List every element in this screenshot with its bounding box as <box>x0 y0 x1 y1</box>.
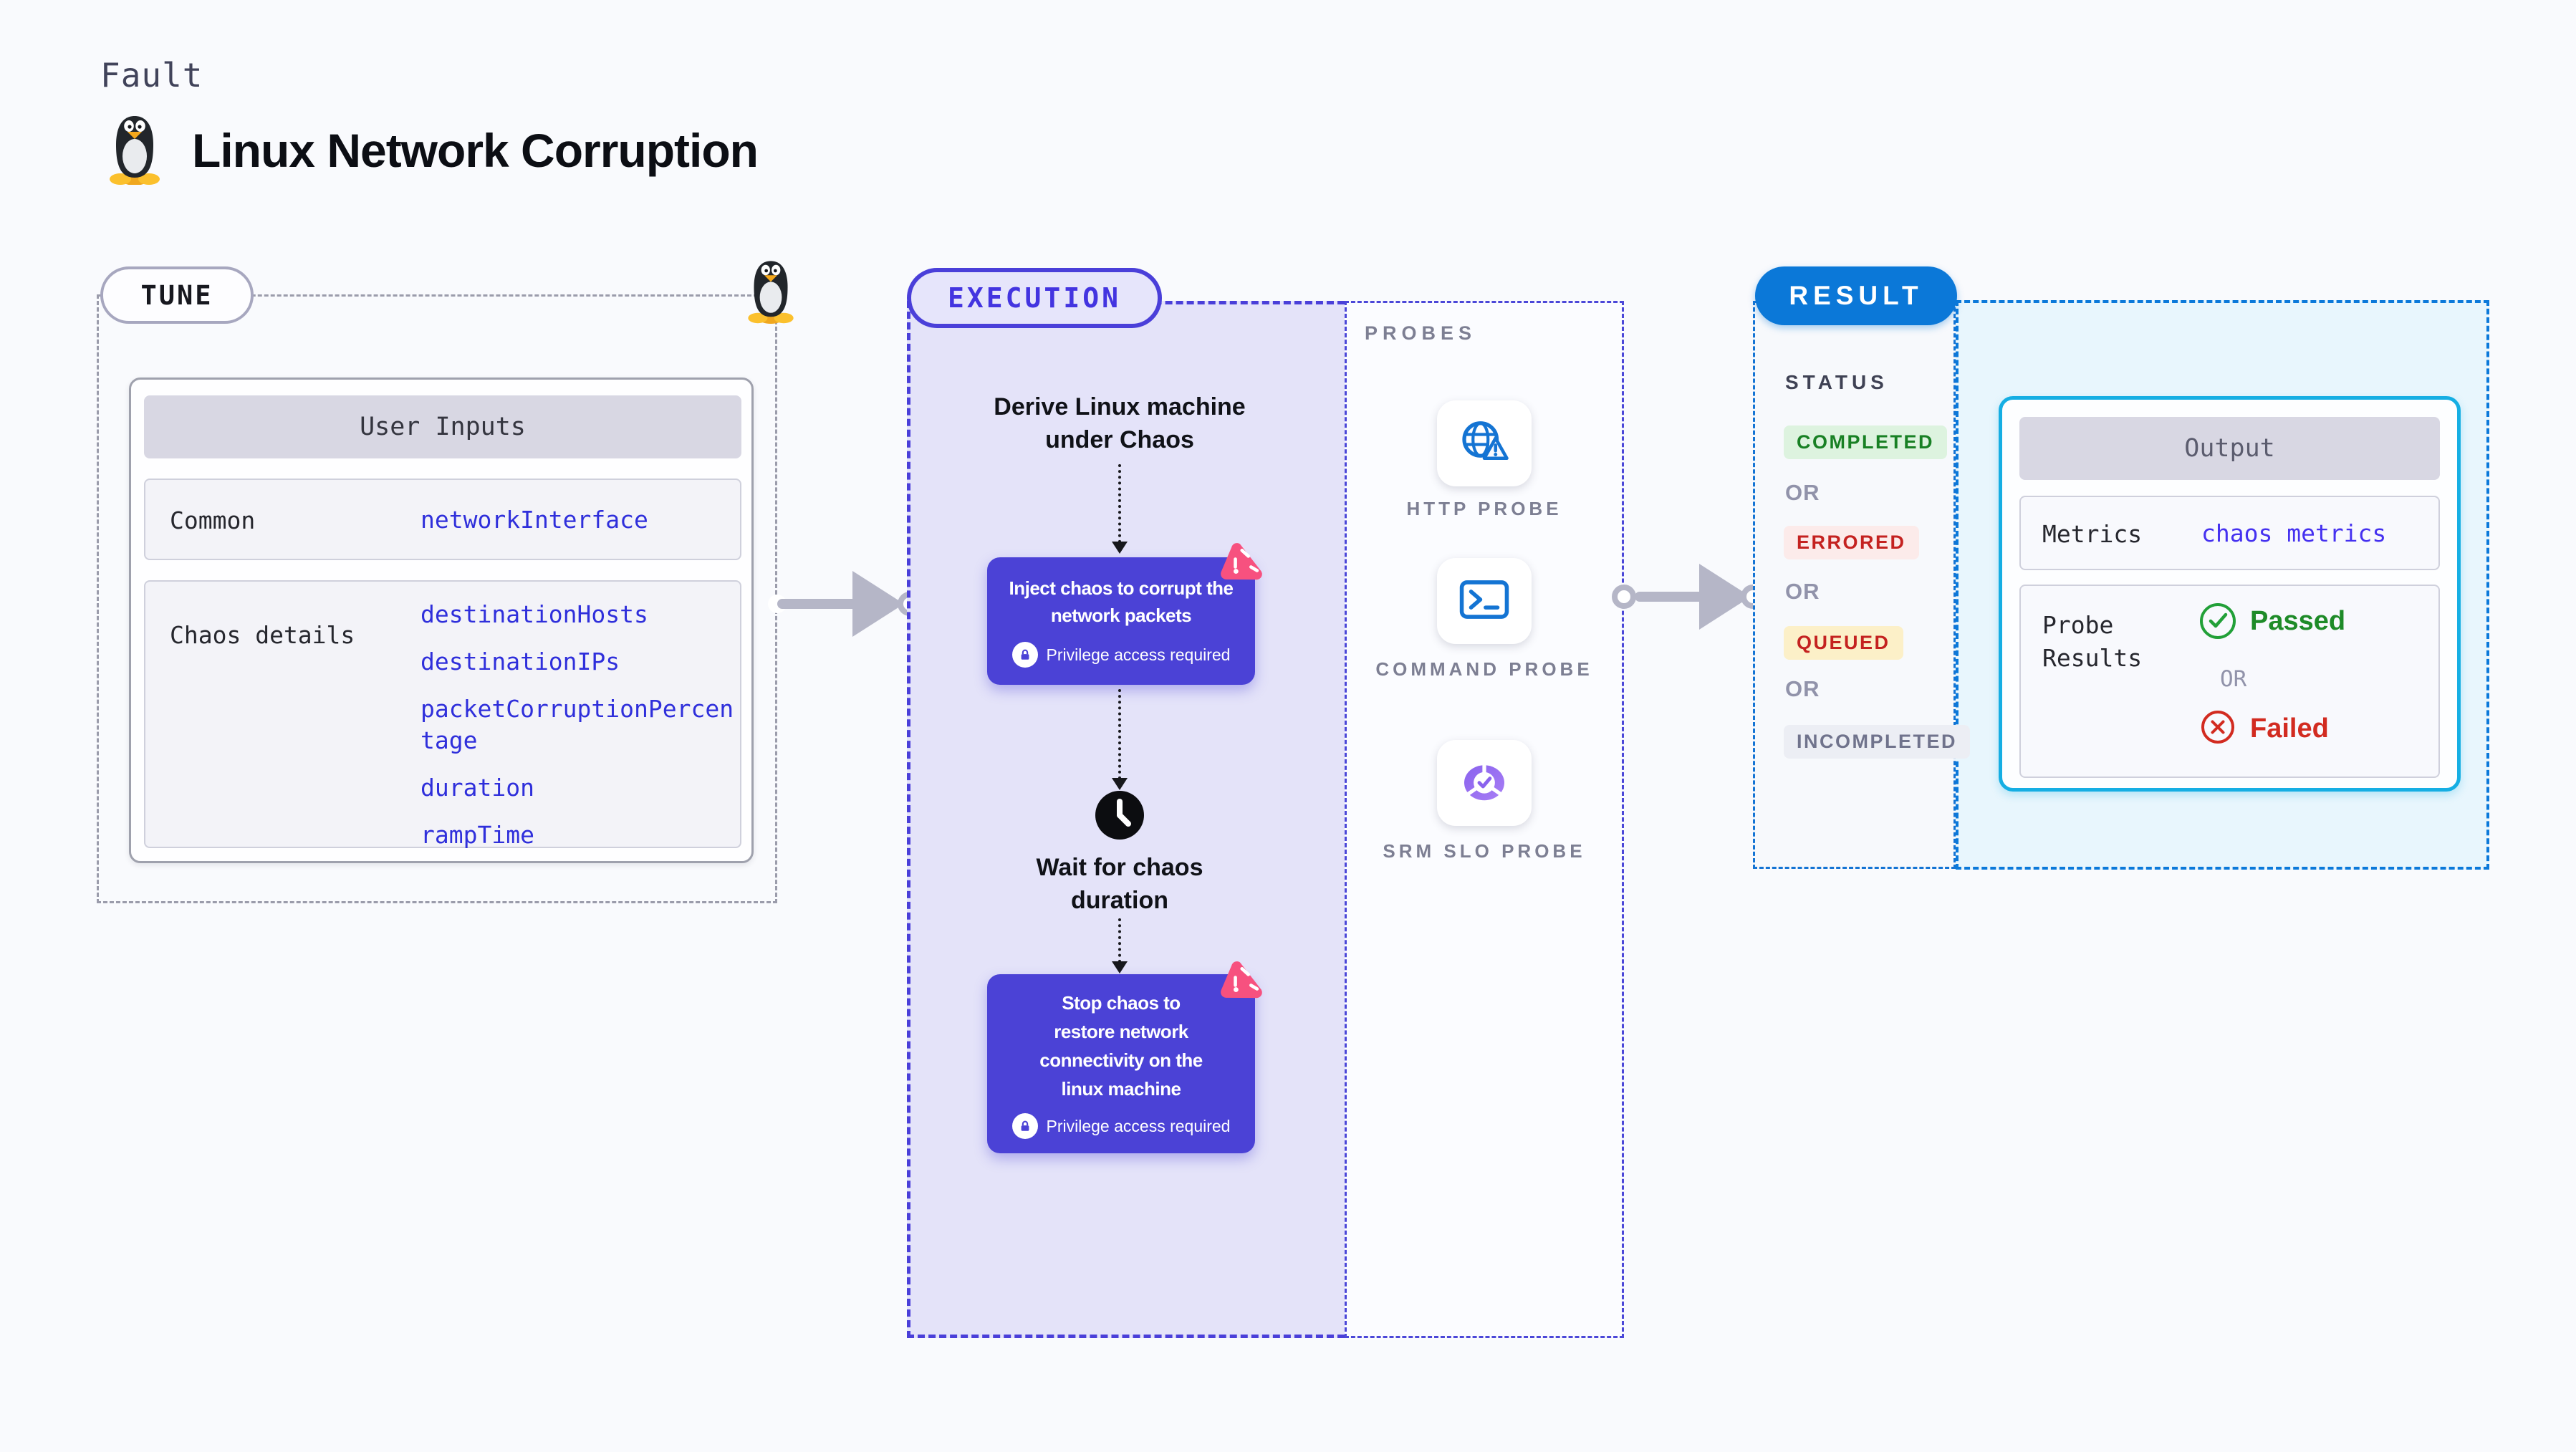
output-header: Output <box>2019 417 2440 480</box>
fault-eyebrow-label: Fault <box>100 56 203 95</box>
probe-label: SRM SLO PROBE <box>1383 840 1586 862</box>
command-probe-card[interactable] <box>1437 558 1532 644</box>
stop-chaos-text: Stop chaos to restore network connectivi… <box>1039 992 1203 1100</box>
clock-icon <box>1094 789 1145 841</box>
privilege-row: Privilege access required <box>1011 642 1231 668</box>
row-label: Common <box>170 506 256 534</box>
or-separator: OR <box>1785 676 1820 701</box>
http-probe-card[interactable] <box>1437 400 1532 486</box>
srm-slo-probe-card[interactable] <box>1437 740 1532 826</box>
result-badge-label: RESULT <box>1789 281 1923 310</box>
terminal-icon <box>1458 577 1511 626</box>
linux-penguin-icon <box>744 256 798 325</box>
output-card: Output Metrics chaos metrics Probe Resul… <box>1999 396 2461 792</box>
check-circle-icon <box>2198 602 2237 640</box>
param-value-link[interactable]: destinationIPs <box>420 648 620 675</box>
chaos-spark-icon <box>1213 955 1266 1008</box>
wait-step-text: Wait for chaos duration <box>1036 854 1203 914</box>
flow-connector <box>1118 464 1121 543</box>
status-badge-completed: COMPLETED <box>1784 425 1948 459</box>
arrow-down-icon <box>1112 542 1128 554</box>
probes-heading: PROBES <box>1365 322 1477 344</box>
passed-label: Passed <box>2250 606 2346 636</box>
privilege-label: Privilege access required <box>1046 645 1231 664</box>
connector-dot <box>1612 585 1636 609</box>
arrow-down-icon <box>1112 778 1128 790</box>
probe-results-row: Probe Results Passed OR Failed <box>2019 585 2440 778</box>
failed-label: Failed <box>2250 713 2329 744</box>
status-heading: STATUS <box>1785 371 1888 393</box>
x-circle-icon <box>2200 709 2236 745</box>
probe-label: HTTP PROBE <box>1406 498 1562 519</box>
result-badge: RESULT <box>1755 266 1957 325</box>
metrics-label: Metrics <box>2042 520 2143 548</box>
param-value-link[interactable]: destinationHosts <box>420 600 648 628</box>
chaos-details-values: destinationHosts destinationIPs packetCo… <box>420 599 739 851</box>
tune-badge: TUNE <box>100 266 254 324</box>
privilege-row: Privilege access required <box>1011 1113 1231 1139</box>
derive-step-text: Derive Linux machine under Chaos <box>994 393 1246 453</box>
tune-badge-label: TUNE <box>140 279 213 311</box>
result-status-box <box>1753 301 1956 869</box>
param-value-link[interactable]: packetCorruptionPercentage <box>420 695 734 754</box>
arrow-down-icon <box>1112 961 1128 973</box>
user-inputs-header: User Inputs <box>144 395 741 458</box>
metrics-value-link[interactable]: chaos metrics <box>2201 519 2387 547</box>
inject-chaos-node: Inject chaos to corrupt the network pack… <box>987 557 1255 685</box>
flow-connector <box>1118 689 1121 779</box>
user-inputs-row-chaos-details: Chaos details destinationHosts destinati… <box>144 580 741 851</box>
row-label: Chaos details <box>170 621 355 649</box>
status-badge-errored: ERRORED <box>1784 526 1919 559</box>
linux-penguin-icon <box>105 113 165 186</box>
execution-badge-label: EXECUTION <box>948 282 1121 314</box>
probe-results-label: Probe Results <box>2042 611 2143 672</box>
lock-icon <box>1011 1113 1038 1139</box>
execution-to-result-arrow <box>1635 592 1714 602</box>
inject-chaos-text: Inject chaos to corrupt the network pack… <box>1009 577 1234 626</box>
status-badge-incompleted: INCOMPLETED <box>1784 725 1971 759</box>
or-separator: OR <box>1785 579 1820 604</box>
lock-icon <box>1011 642 1038 668</box>
execution-badge: EXECUTION <box>907 268 1162 328</box>
user-inputs-card: User Inputs Common networkInterface Chao… <box>129 378 754 863</box>
arrow-head-icon <box>852 571 904 637</box>
globe-alert-icon <box>1456 417 1512 471</box>
metrics-row: Metrics chaos metrics <box>2019 496 2440 570</box>
param-value-link[interactable]: networkInterface <box>420 506 648 534</box>
status-badge-queued: QUEUED <box>1784 626 1903 660</box>
or-separator: OR <box>2220 666 2247 692</box>
param-value-link[interactable]: rampTime <box>420 821 534 849</box>
or-separator: OR <box>1785 480 1820 505</box>
slo-donut-check-icon <box>1456 756 1512 810</box>
chaos-spark-icon <box>1213 537 1266 590</box>
tune-to-execution-arrow <box>777 599 863 609</box>
flow-connector <box>1118 918 1121 963</box>
param-value-link[interactable]: duration <box>420 774 534 802</box>
user-inputs-row-common: Common networkInterface <box>144 479 741 560</box>
page-title: Linux Network Corruption <box>192 124 759 177</box>
privilege-label: Privilege access required <box>1046 1116 1231 1135</box>
stop-chaos-node: Stop chaos to restore network connectivi… <box>987 974 1255 1153</box>
probe-label: COMMAND PROBE <box>1375 658 1593 680</box>
